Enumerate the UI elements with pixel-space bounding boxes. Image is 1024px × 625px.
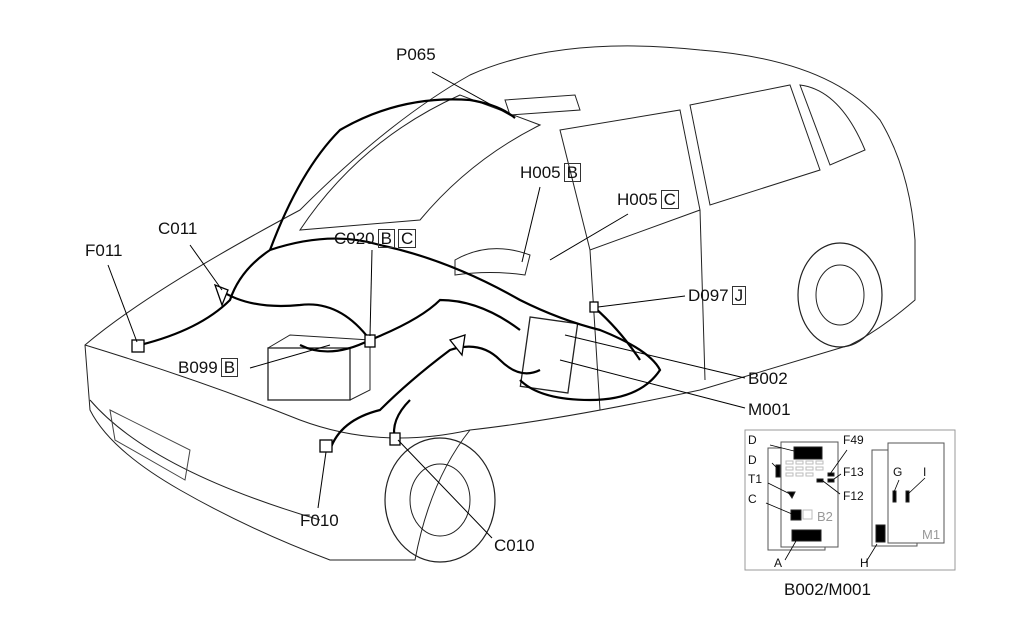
- inset-caption: B002/M001: [784, 580, 871, 599]
- inset-label-h: H: [860, 556, 869, 570]
- label-code: H005: [617, 190, 658, 209]
- inset-label-m1: M1: [922, 527, 941, 542]
- label-code: H005: [520, 163, 561, 182]
- label-m001: M001: [748, 400, 791, 420]
- grille: [109, 409, 191, 481]
- inset-label-b2: B2: [817, 509, 833, 524]
- inset-label-f13: F13: [843, 465, 864, 479]
- label-code: C011: [158, 219, 198, 238]
- label-p065: P065: [396, 45, 436, 65]
- side-window-rear: [689, 84, 821, 206]
- label-tag: B: [220, 358, 239, 377]
- label-code: F011: [85, 241, 123, 260]
- rear-wheel: [797, 242, 883, 348]
- inset-label-f12: F12: [843, 489, 864, 503]
- side-window-front: [559, 109, 701, 251]
- label-code: C010: [494, 536, 535, 555]
- label-tag: B: [377, 229, 395, 248]
- wiring-harness: [139, 98, 662, 451]
- label-c010: C010: [494, 536, 535, 556]
- inset-label-d1: D: [748, 433, 757, 447]
- label-f010: F010: [300, 511, 339, 531]
- label-code: B099: [178, 358, 218, 377]
- label-code: C020: [334, 229, 375, 248]
- windshield: [299, 94, 542, 231]
- inset-label-i: I: [923, 465, 927, 479]
- front-wheel: [384, 437, 496, 563]
- inset-label-c: C: [748, 492, 757, 506]
- label-tag: J: [731, 286, 747, 305]
- label-code: D097: [688, 286, 729, 305]
- label-code: M001: [748, 400, 791, 419]
- inset-label-f49: F49: [843, 433, 864, 447]
- label-code: F010: [300, 511, 339, 530]
- bumper: [89, 399, 321, 521]
- car-body-outline: [84, 45, 916, 561]
- battery: [267, 347, 351, 401]
- label-code: B002: [748, 369, 788, 388]
- inset-frame: [744, 429, 956, 571]
- label-b002: B002: [748, 369, 788, 389]
- door-line: [589, 209, 706, 411]
- label-f011: F011: [85, 241, 123, 261]
- side-window-quarter: [799, 84, 866, 166]
- label-c011: C011: [158, 219, 197, 239]
- hood-line: [84, 344, 471, 439]
- leader-lines: [107, 71, 746, 539]
- label-tag: B: [563, 163, 581, 182]
- label-tag: C: [397, 229, 417, 248]
- inset-label-t1: T1: [748, 472, 763, 486]
- instrument-cluster: [454, 248, 531, 276]
- ecu-module: [519, 316, 579, 394]
- label-tag: C: [660, 190, 679, 209]
- label-code: P065: [396, 45, 436, 64]
- inset-label-d2: D: [748, 453, 757, 467]
- inset-label-a: A: [774, 556, 783, 570]
- inset-label-g: G: [893, 465, 903, 479]
- rear-view-mirror: [504, 94, 581, 116]
